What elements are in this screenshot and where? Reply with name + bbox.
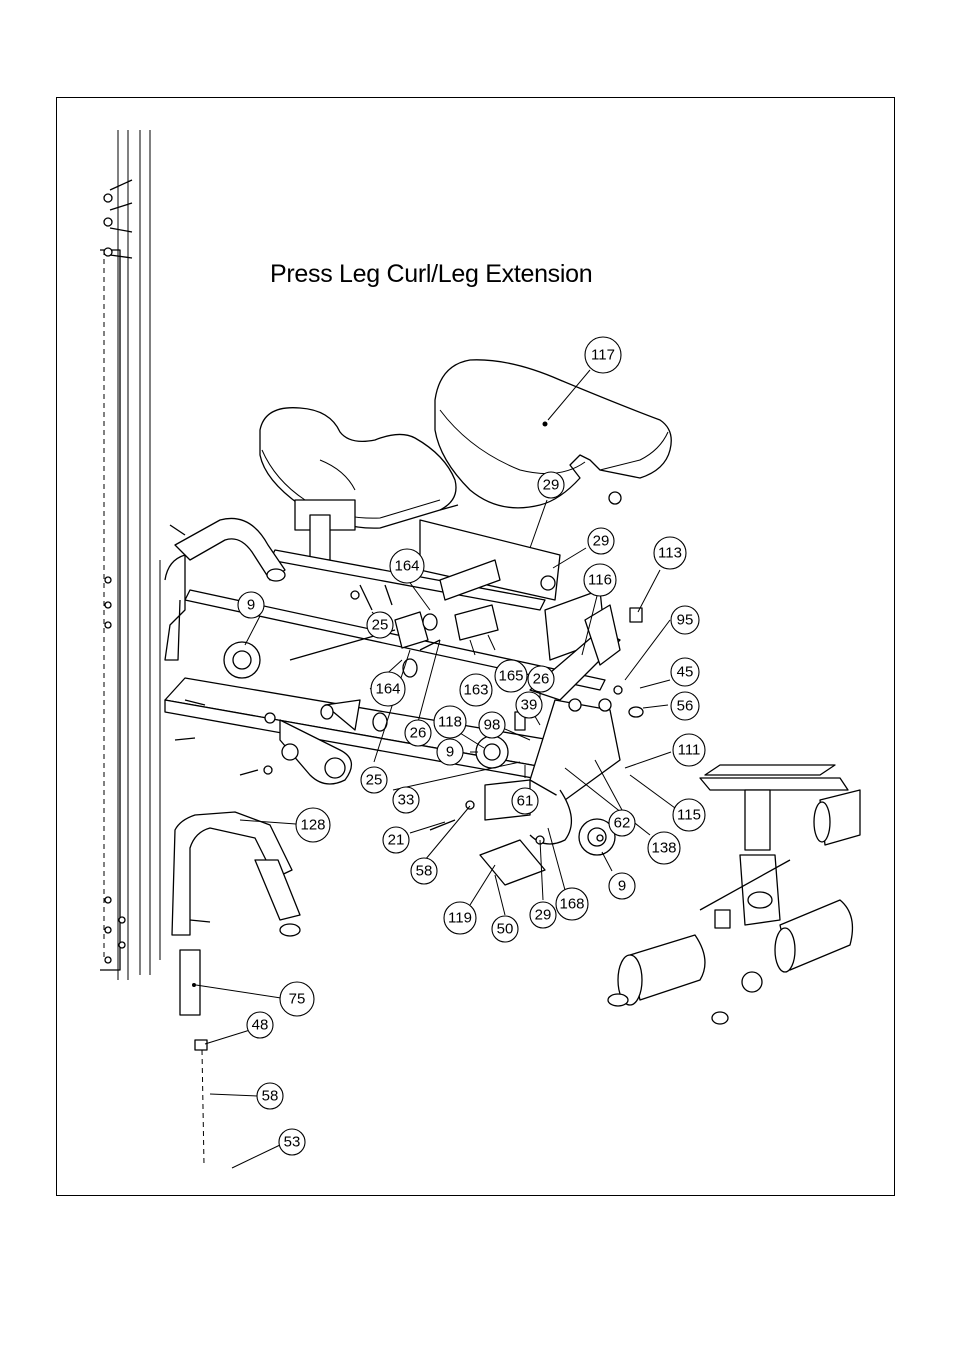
svg-text:9: 9: [618, 878, 626, 895]
svg-text:39: 39: [521, 697, 538, 714]
svg-text:165: 165: [498, 668, 523, 685]
svg-text:113: 113: [658, 545, 682, 562]
svg-text:26: 26: [533, 671, 550, 688]
svg-text:111: 111: [678, 742, 701, 759]
callout-117: 117: [584, 336, 622, 374]
callout-119: 119: [443, 901, 477, 935]
callout-9: 9: [608, 872, 636, 900]
svg-text:9: 9: [247, 597, 255, 614]
svg-text:75: 75: [289, 991, 306, 1008]
upright-bolts: [103, 179, 133, 964]
callout-50: 50: [491, 915, 519, 943]
callout-58: 58: [410, 857, 438, 885]
callout-39: 39: [515, 691, 543, 719]
callout-29: 29: [587, 527, 615, 555]
svg-text:117: 117: [591, 347, 615, 364]
svg-text:48: 48: [252, 1017, 269, 1034]
callout-9: 9: [237, 591, 265, 619]
callout-48: 48: [246, 1011, 274, 1039]
callout-165: 165: [494, 659, 528, 693]
callout-33: 33: [392, 786, 420, 814]
svg-text:116: 116: [588, 572, 612, 589]
leg-attachment: [171, 811, 301, 1166]
callout-62: 62: [608, 809, 636, 837]
callout-164: 164: [389, 548, 425, 584]
svg-text:26: 26: [410, 725, 427, 742]
backrest-pad: [434, 359, 672, 509]
diagram-title: Press Leg Curl/Leg Extension: [270, 260, 593, 288]
svg-text:115: 115: [677, 807, 701, 824]
callout-75: 75: [279, 981, 315, 1017]
svg-text:29: 29: [593, 533, 610, 550]
handle-bars: [164, 517, 286, 661]
callout-115: 115: [672, 798, 706, 832]
callout-95: 95: [670, 605, 700, 635]
callout-25: 25: [366, 611, 394, 639]
roller-pad-assembly: [607, 764, 861, 1025]
callout-113: 113: [653, 536, 687, 570]
svg-text:62: 62: [614, 815, 631, 832]
pulleys: [223, 641, 616, 856]
callout-164: 164: [370, 671, 406, 707]
callouts: 117 29 29 113 116 95 45 56 164 9 25 164 …: [237, 336, 706, 1156]
callout-163: 163: [459, 673, 493, 707]
callout-26: 26: [404, 719, 432, 747]
svg-text:118: 118: [438, 714, 462, 731]
callout-56: 56: [670, 691, 700, 721]
svg-text:29: 29: [543, 477, 560, 494]
callout-118: 118: [433, 705, 467, 739]
svg-text:45: 45: [677, 664, 694, 681]
svg-text:164: 164: [394, 558, 419, 575]
callout-168: 168: [555, 887, 589, 921]
svg-text:21: 21: [388, 832, 405, 849]
callout-21: 21: [382, 826, 410, 854]
callout-45: 45: [670, 657, 700, 687]
svg-text:29: 29: [535, 907, 552, 924]
callout-111: 111: [672, 733, 706, 767]
svg-text:138: 138: [651, 840, 676, 857]
callout-138: 138: [647, 831, 681, 865]
svg-text:58: 58: [416, 863, 433, 880]
svg-text:53: 53: [284, 1134, 301, 1151]
callout-53: 53: [278, 1128, 306, 1156]
callout-29: 29: [537, 471, 565, 499]
callout-58: 58: [256, 1082, 284, 1110]
svg-text:50: 50: [497, 921, 514, 938]
svg-text:128: 128: [300, 817, 325, 834]
callout-128: 128: [295, 807, 331, 843]
svg-text:25: 25: [372, 617, 389, 634]
svg-text:95: 95: [677, 612, 694, 629]
callout-25: 25: [360, 766, 388, 794]
svg-text:98: 98: [484, 717, 501, 734]
seat-pad: [259, 407, 457, 561]
drawing-frame: [56, 97, 895, 1196]
callout-26: 26: [527, 665, 555, 693]
svg-text:25: 25: [366, 772, 383, 789]
svg-text:9: 9: [446, 744, 454, 761]
svg-text:56: 56: [677, 698, 694, 715]
svg-text:58: 58: [262, 1088, 279, 1105]
leader-lines: [195, 369, 676, 1169]
svg-text:168: 168: [559, 896, 584, 913]
callout-98: 98: [478, 711, 506, 739]
callout-61: 61: [511, 787, 539, 815]
svg-text:61: 61: [517, 793, 534, 810]
callout-9: 9: [436, 738, 464, 766]
svg-text:119: 119: [448, 910, 472, 927]
svg-text:163: 163: [463, 682, 488, 699]
rods-and-rollers: [289, 559, 501, 732]
svg-text:164: 164: [375, 681, 400, 698]
callout-116: 116: [583, 563, 617, 597]
svg-text:33: 33: [398, 792, 415, 809]
callout-29: 29: [529, 901, 557, 929]
